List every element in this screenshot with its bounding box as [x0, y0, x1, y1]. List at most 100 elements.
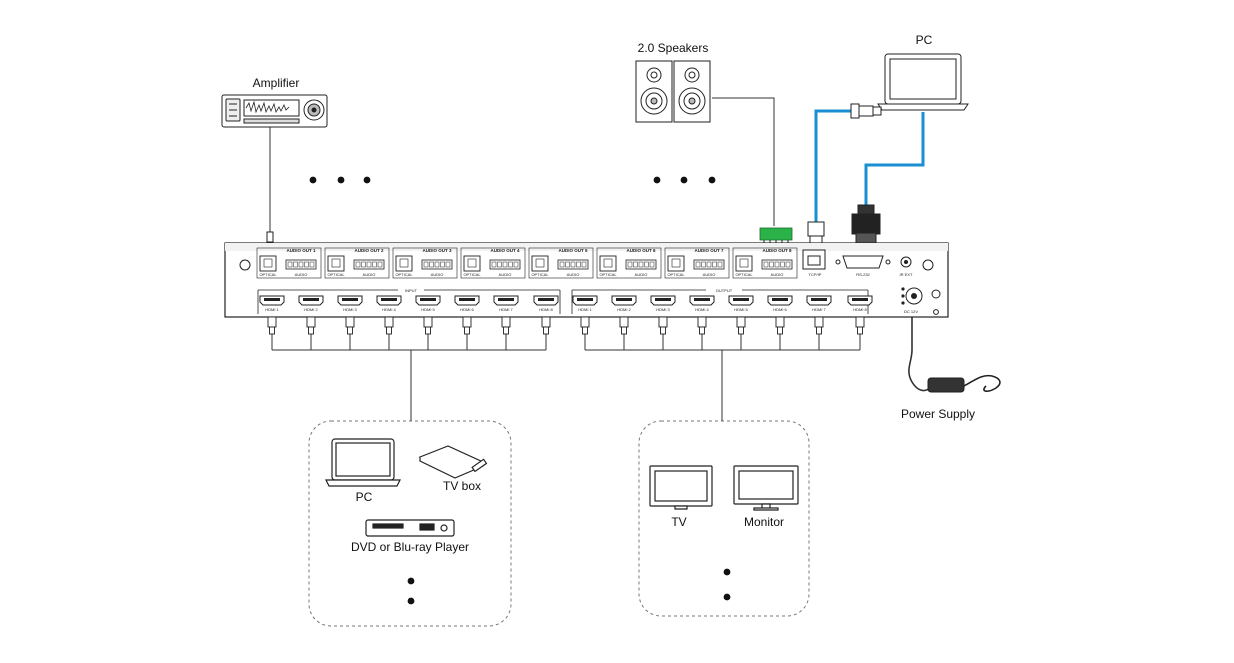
- speakers-label: 2.0 Speakers: [637, 41, 709, 55]
- hdmi-output-port: HDMI 6: [767, 295, 793, 312]
- audio-label: AUDIO: [771, 272, 784, 277]
- hdmi-port-label: HDMI 2: [617, 307, 631, 312]
- pc-top-label: PC: [915, 33, 933, 47]
- hdmi-plug: [619, 316, 629, 335]
- speakers-icon: [635, 60, 711, 123]
- output-section-label: OUTPUT: [716, 288, 733, 293]
- input-cable-drops: [271, 334, 547, 350]
- audio-out-module: AUDIO OUT 3 OPTICAL AUDIO: [392, 247, 458, 279]
- amplifier-label: Amplifier: [252, 76, 300, 90]
- audio-out-module: AUDIO OUT 5 OPTICAL AUDIO: [528, 247, 594, 279]
- hdmi-input-port: HDMI 5: [415, 295, 441, 312]
- audio-label: AUDIO: [363, 272, 376, 277]
- tcpip-cable: [814, 109, 851, 222]
- hdmi-plug: [501, 316, 511, 335]
- hdmi-plug: [306, 316, 316, 335]
- audio-label: AUDIO: [499, 272, 512, 277]
- optical-label: OPTICAL: [259, 272, 277, 277]
- optical-label: OPTICAL: [531, 272, 549, 277]
- display-group-frame: [638, 420, 810, 617]
- audio-out-module: AUDIO OUT 8 OPTICAL AUDIO: [732, 247, 798, 279]
- audio-label: AUDIO: [635, 272, 648, 277]
- hdmi-port-label: HDMI 8: [853, 307, 867, 312]
- hdmi-port-label: HDMI 1: [265, 307, 279, 312]
- hdmi-plug: [345, 316, 355, 335]
- hdmi-plug: [423, 316, 433, 335]
- hdmi-input-port: HDMI 2: [298, 295, 324, 312]
- hdmi-port-label: HDMI 2: [304, 307, 318, 312]
- audio-out-module: AUDIO OUT 7 OPTICAL AUDIO: [664, 247, 730, 279]
- ir-ext-label: IR EXT: [900, 272, 913, 277]
- hdmi-port-label: HDMI 5: [421, 307, 435, 312]
- hdmi-port-label: HDMI 5: [734, 307, 748, 312]
- amplifier-optical-plug: [266, 231, 274, 243]
- cables: [269, 97, 931, 421]
- dvd-player-icon: [365, 519, 455, 537]
- power-supply-icon: [927, 374, 1001, 393]
- audio-out-module: AUDIO OUT 4 OPTICAL AUDIO: [460, 247, 526, 279]
- hdmi-output-port: HDMI 2: [611, 295, 637, 312]
- tv-icon: [649, 465, 713, 510]
- laptop-icon-source: [325, 438, 401, 487]
- optical-label: OPTICAL: [395, 272, 413, 277]
- laptop-icon-top: [877, 53, 969, 111]
- input-section-label: INPUT: [405, 288, 418, 293]
- optical-label: OPTICAL: [735, 272, 753, 277]
- audio-label: AUDIO: [431, 272, 444, 277]
- hdmi-plug: [814, 316, 824, 335]
- tv-box-label: TV box: [442, 479, 482, 493]
- source-group-frame: [308, 420, 512, 627]
- hdmi-plug: [697, 316, 707, 335]
- audio-label: AUDIO: [703, 272, 716, 277]
- ellipsis-dots: [309, 176, 731, 605]
- dc-label: DC 12V: [904, 309, 918, 314]
- audio-out-label: AUDIO OUT 8: [762, 248, 791, 253]
- hdmi-input-port: HDMI 8: [533, 295, 559, 312]
- hdmi-output-port: HDMI 1: [572, 295, 598, 312]
- network-adapter: [850, 103, 882, 119]
- source-pc-label: PC: [355, 490, 373, 504]
- power-cable: [908, 315, 931, 392]
- hdmi-plug: [736, 316, 746, 335]
- hdmi-output-port: HDMI 4: [689, 295, 715, 312]
- ir-ext-port: [900, 256, 912, 268]
- optical-label: OPTICAL: [327, 272, 345, 277]
- rs232-plug: [851, 204, 881, 244]
- hdmi-port-label: HDMI 6: [460, 307, 474, 312]
- hdmi-input-port: HDMI 3: [337, 295, 363, 312]
- hdmi-port-label: HDMI 8: [539, 307, 553, 312]
- rs232-cable: [864, 112, 925, 205]
- tv-box-icon: [418, 445, 488, 479]
- power-supply-label: Power Supply: [900, 407, 976, 421]
- rs232-port: [842, 255, 884, 269]
- hdmi-plug: [658, 316, 668, 335]
- dvd-player-label: DVD or Blu-ray Player: [350, 540, 470, 554]
- hdmi-port-label: HDMI 6: [773, 307, 787, 312]
- hdmi-plug: [855, 316, 865, 335]
- optical-label: OPTICAL: [599, 272, 617, 277]
- audio-out-label: AUDIO OUT 3: [422, 248, 451, 253]
- hdmi-output-port: HDMI 5: [728, 295, 754, 312]
- hdmi-plug: [462, 316, 472, 335]
- monitor-icon: [733, 465, 799, 511]
- monitor-label: Monitor: [743, 515, 785, 529]
- audio-label: AUDIO: [567, 272, 580, 277]
- amplifier-icon: [221, 94, 328, 128]
- hdmi-plug: [384, 316, 394, 335]
- hdmi-port-label: HDMI 7: [499, 307, 513, 312]
- audio-out-label: AUDIO OUT 4: [490, 248, 519, 253]
- network-cables: [814, 109, 925, 222]
- optical-label: OPTICAL: [667, 272, 685, 277]
- hdmi-port-label: HDMI 7: [812, 307, 826, 312]
- hdmi-port-label: HDMI 4: [695, 307, 709, 312]
- tv-label: TV: [671, 515, 687, 529]
- hdmi-output-port: HDMI 7: [806, 295, 832, 312]
- hdmi-plug: [541, 316, 551, 335]
- audio-out-label: AUDIO OUT 5: [558, 248, 587, 253]
- audio-out-label: AUDIO OUT 7: [694, 248, 723, 253]
- optical-label: OPTICAL: [463, 272, 481, 277]
